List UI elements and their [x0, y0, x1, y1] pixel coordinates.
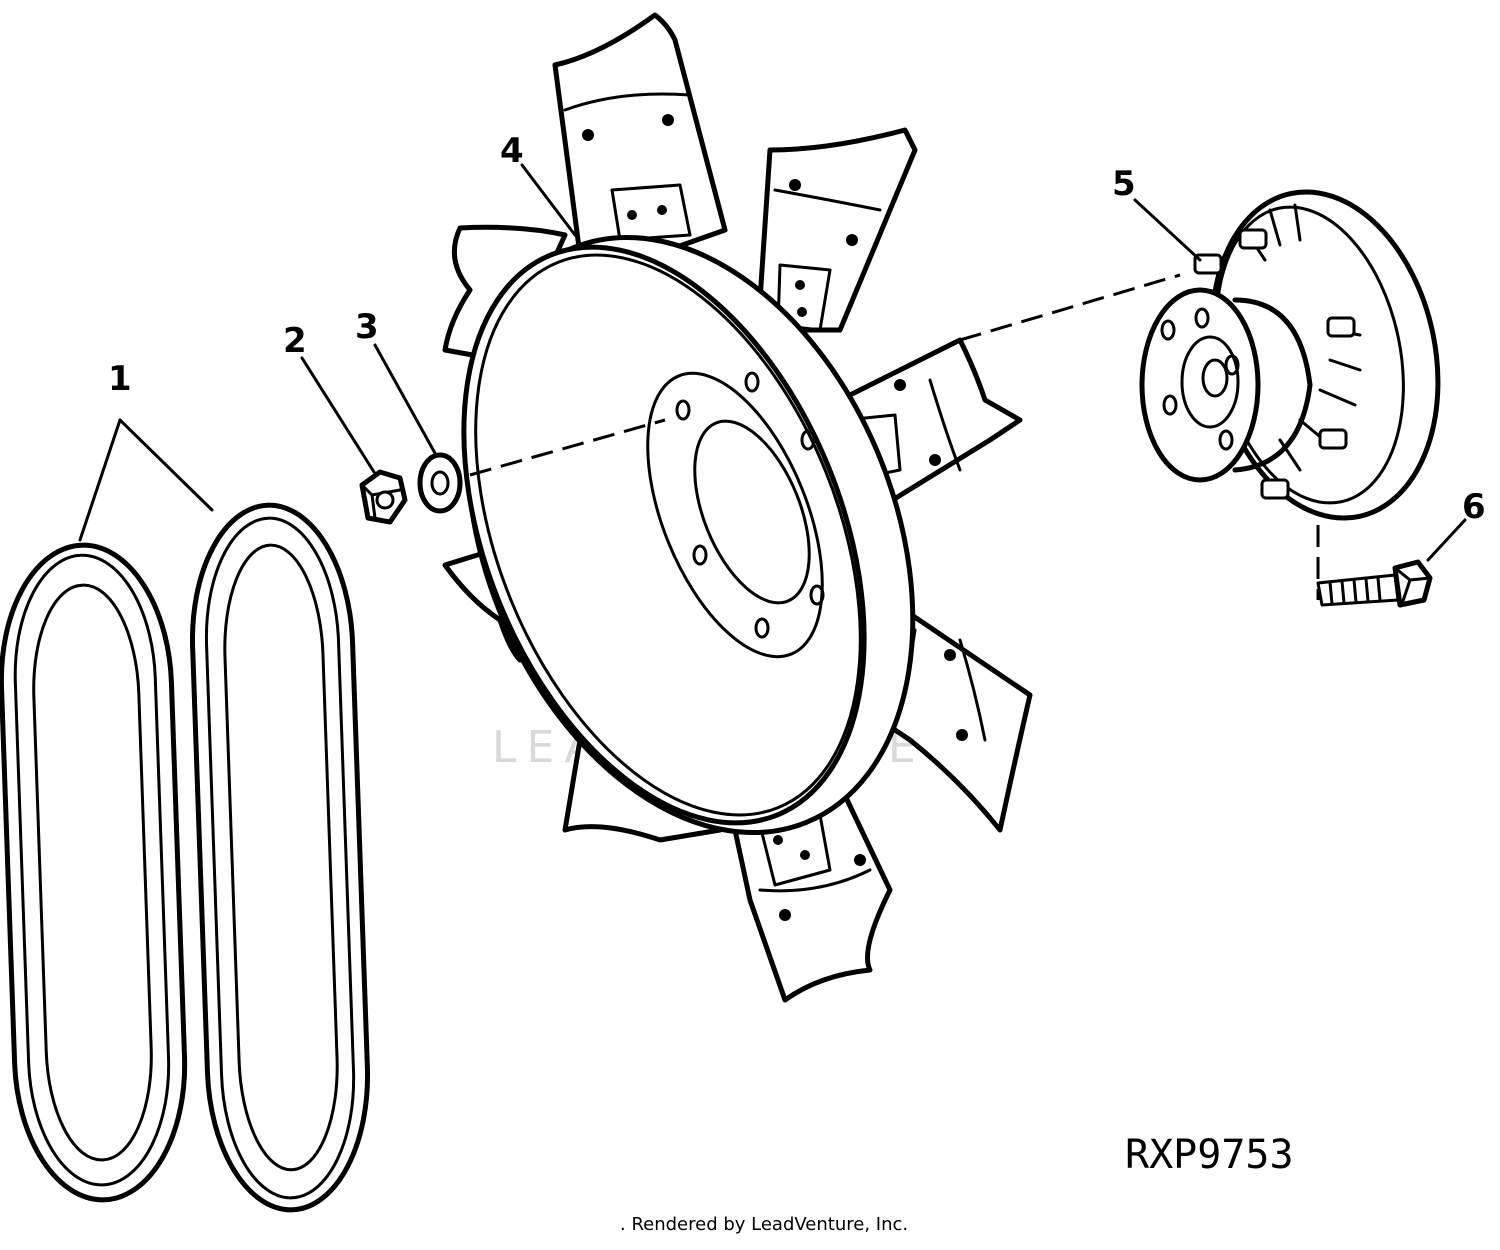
alignment-lines [469, 273, 1320, 600]
render-credit: . Rendered by LeadVenture, Inc. [620, 1214, 908, 1235]
belt-right [190, 502, 371, 1213]
fan-blade-upper-right [757, 127, 918, 333]
fan-belts[interactable] [0, 502, 372, 1213]
leader-lines [78, 163, 1467, 562]
fan-assembly[interactable] [384, 12, 1033, 1003]
callout-2: 2 [283, 321, 307, 361]
callout-1: 1 [108, 359, 132, 399]
callout-5: 5 [1112, 164, 1136, 204]
callout-4: 4 [500, 131, 524, 171]
hex-nut[interactable] [359, 469, 408, 525]
fan-blade-top [552, 12, 728, 263]
cap-screw[interactable] [1316, 559, 1433, 608]
callout-6: 6 [1462, 487, 1486, 527]
fan-shroud [461, 234, 916, 836]
fan-drive-clutch[interactable] [1139, 171, 1467, 540]
belt-left [0, 542, 188, 1203]
figure-code: RXP9753 [1125, 1132, 1294, 1178]
lock-washer[interactable] [417, 452, 463, 514]
callout-3: 3 [355, 307, 379, 347]
callout-labels: 1 2 3 4 5 6 [108, 131, 1486, 527]
clutch-studs [1193, 228, 1356, 500]
